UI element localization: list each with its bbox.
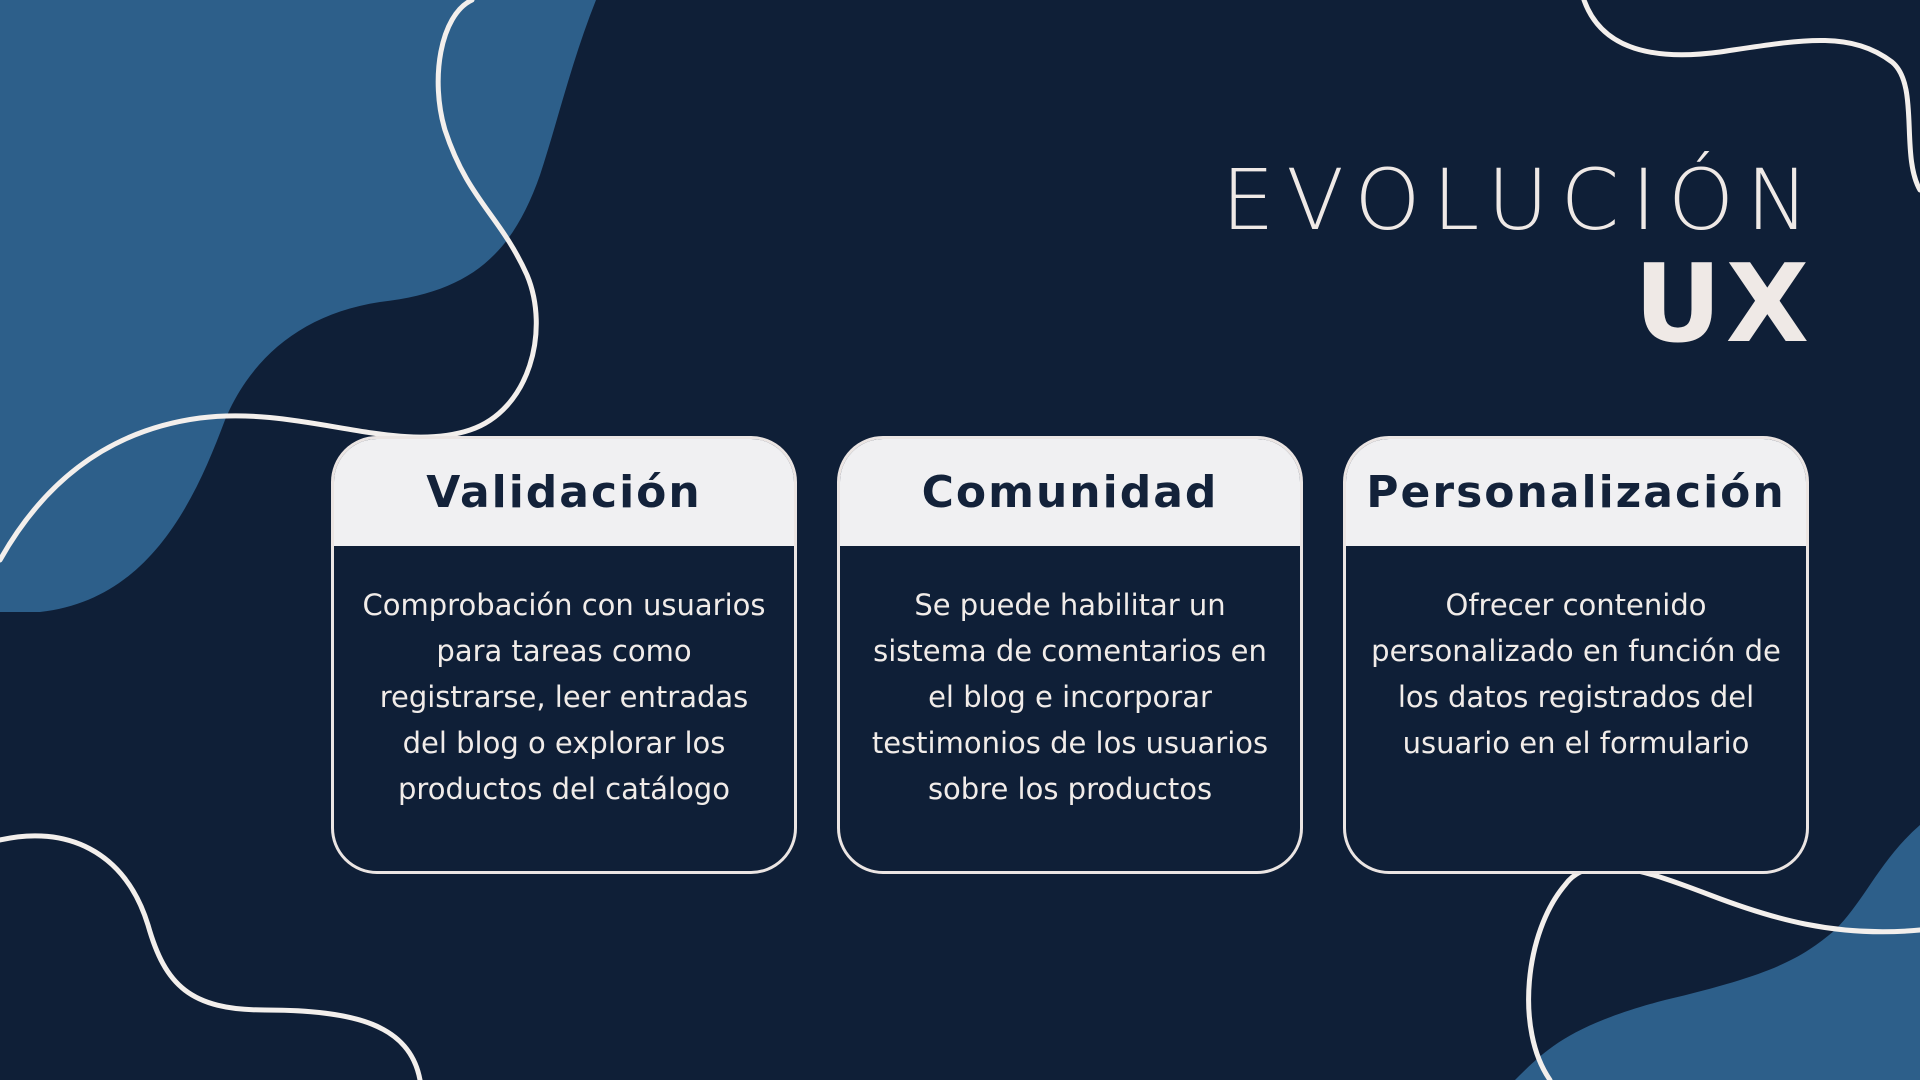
card-text: Se puede habilitar un sistema de comenta…	[871, 588, 1269, 806]
curve-bottom-left	[0, 833, 423, 1080]
curve-top-left	[0, 0, 539, 563]
card-text: Comprobación con usuarios para tareas co…	[362, 588, 766, 806]
card-heading: Comunidad	[840, 439, 1300, 546]
card-validacion: Validación Comprobación con usuarios par…	[331, 436, 797, 874]
card-heading: Validación	[334, 439, 794, 546]
title-line-evolucion: EVOLUCIÓN	[1221, 151, 1821, 249]
title-line-ux: UX	[1634, 242, 1813, 367]
blob-bottom-right	[1515, 825, 1920, 1080]
card-heading: Personalización	[1346, 439, 1806, 546]
card-personalizacion: Personalización Ofrecer contenido person…	[1343, 436, 1809, 874]
slide-title: EVOLUCIÓN UX	[1221, 150, 1809, 360]
card-text: Ofrecer contenido personalizado en funci…	[1371, 588, 1781, 760]
card-comunidad: Comunidad Se puede habilitar un sistema …	[837, 436, 1303, 874]
blob-top-left	[0, 0, 596, 612]
curve-top-right	[1581, 0, 1920, 193]
